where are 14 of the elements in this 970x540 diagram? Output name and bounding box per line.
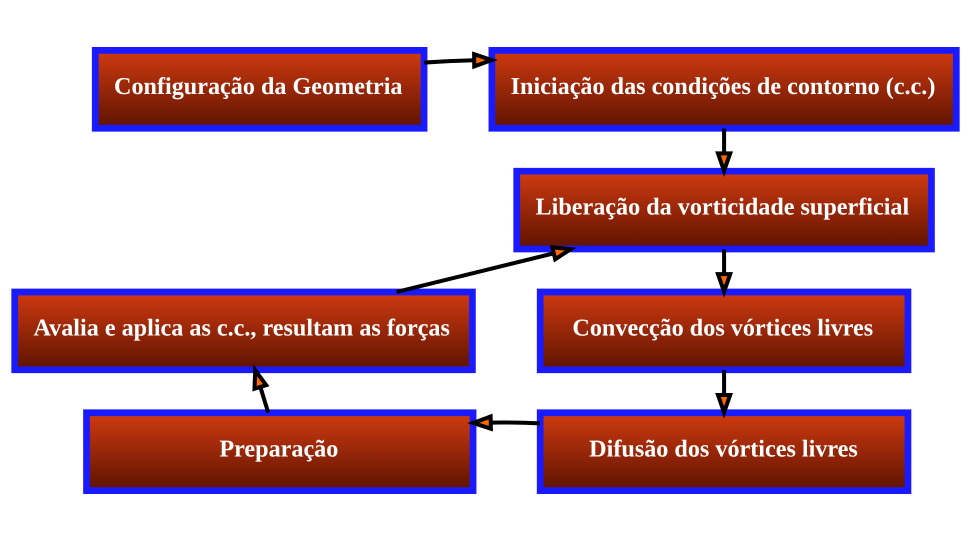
arrow — [714, 128, 733, 176]
arrow — [466, 413, 540, 431]
node-box: Iniciação das condições de contorno (c.c.) — [488, 46, 960, 132]
arrow — [424, 50, 498, 69]
node-box: Difusão dos vórtices livres — [536, 408, 911, 494]
node-box: Avalia e aplica as c.c., resultam as forças — [10, 288, 476, 373]
node-box: Liberação da vorticidade superficial — [512, 167, 934, 252]
node-box: Preparação — [82, 408, 476, 494]
arrow — [714, 248, 733, 298]
arrow — [714, 370, 733, 418]
node-box: Configuração da Geometria — [91, 46, 427, 132]
arrow — [396, 244, 576, 294]
node-box: Convecção dos vórtices livres — [536, 288, 911, 373]
arrow — [252, 364, 270, 412]
